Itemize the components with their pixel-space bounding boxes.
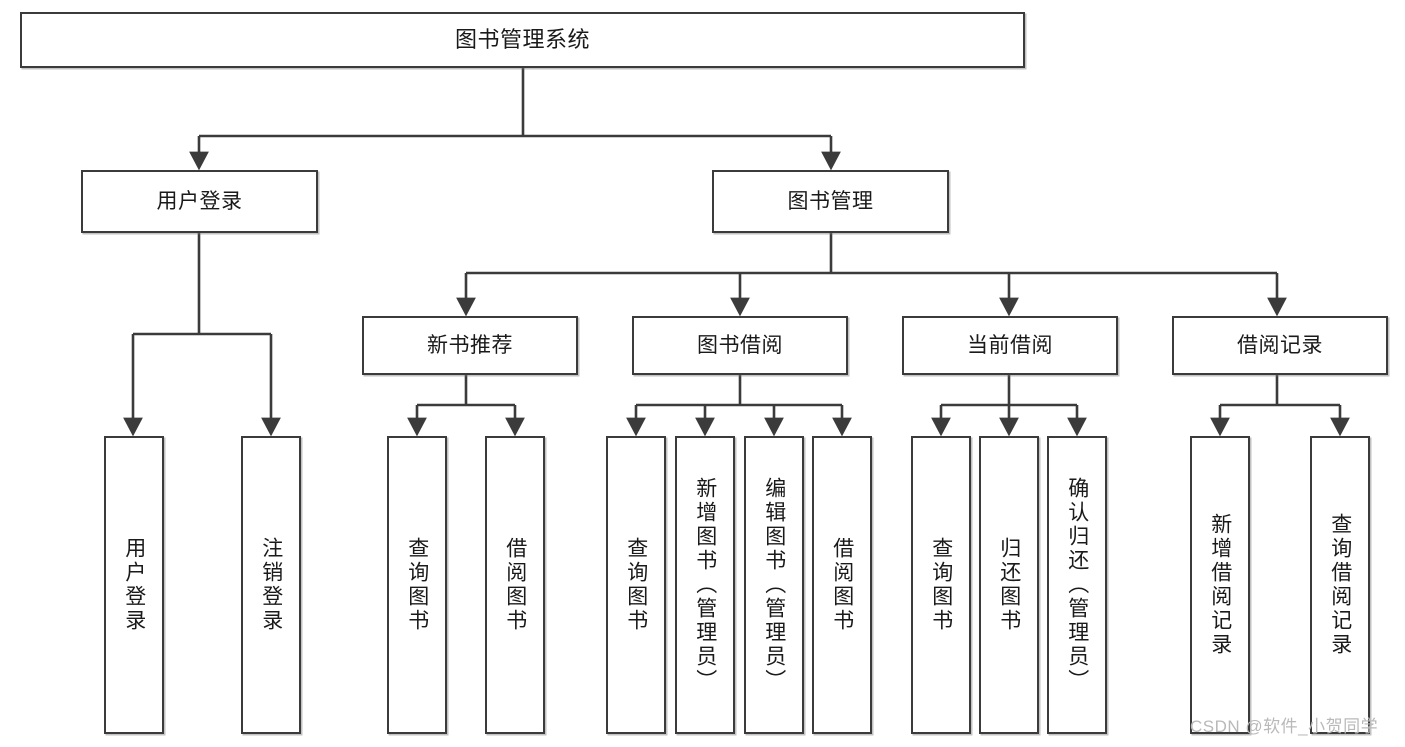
leaf-new-book-borrow[interactable]: 借阅图书: [485, 436, 545, 734]
leaf-borrow-edit-book-label: 编辑图书（管理员）: [762, 477, 786, 693]
leaf-new-book-query-label: 查询图书: [405, 537, 429, 633]
leaf-user-login-login[interactable]: 用户登录: [104, 436, 164, 734]
leaf-new-book-borrow-label: 借阅图书: [503, 537, 527, 633]
leaf-current-query-book[interactable]: 查询图书: [911, 436, 971, 734]
node-book-management[interactable]: 图书管理: [712, 170, 949, 233]
node-user-login-label: 用户登录: [156, 189, 243, 213]
node-new-book-recommend-label: 新书推荐: [427, 333, 513, 357]
leaf-current-query-book-label: 查询图书: [929, 537, 953, 633]
node-user-login[interactable]: 用户登录: [81, 170, 318, 233]
leaf-current-return-book-label: 归还图书: [997, 537, 1021, 633]
leaf-borrow-edit-book[interactable]: 编辑图书（管理员）: [744, 436, 804, 734]
leaf-user-login-login-label: 用户登录: [122, 537, 146, 633]
leaf-borrow-query-book-label: 查询图书: [624, 537, 648, 633]
node-borrow-record[interactable]: 借阅记录: [1172, 316, 1388, 375]
leaf-current-confirm-return[interactable]: 确认归还（管理员）: [1047, 436, 1107, 734]
node-root-label: 图书管理系统: [454, 26, 590, 52]
node-borrow-record-label: 借阅记录: [1237, 333, 1323, 357]
node-book-management-label: 图书管理: [787, 189, 874, 213]
node-book-borrow[interactable]: 图书借阅: [632, 316, 848, 375]
leaf-borrow-query-book[interactable]: 查询图书: [606, 436, 666, 734]
node-book-borrow-label: 图书借阅: [697, 333, 783, 357]
leaf-borrow-borrow-book[interactable]: 借阅图书: [812, 436, 872, 734]
leaf-record-query[interactable]: 查询借阅记录: [1310, 436, 1370, 734]
leaf-record-add-label: 新增借阅记录: [1208, 513, 1232, 657]
csdn-watermark: CSDN @软件_小贺同学: [1190, 717, 1379, 736]
leaf-current-return-book[interactable]: 归还图书: [979, 436, 1039, 734]
leaf-record-add[interactable]: 新增借阅记录: [1190, 436, 1250, 734]
leaf-borrow-add-book[interactable]: 新增图书（管理员）: [675, 436, 735, 734]
leaf-new-book-query[interactable]: 查询图书: [387, 436, 447, 734]
leaf-borrow-borrow-book-label: 借阅图书: [830, 537, 854, 633]
node-new-book-recommend[interactable]: 新书推荐: [362, 316, 578, 375]
leaf-current-confirm-return-label: 确认归还（管理员）: [1065, 477, 1089, 693]
leaf-user-login-logout-label: 注销登录: [259, 537, 283, 633]
node-current-borrow-label: 当前借阅: [967, 333, 1053, 357]
node-root[interactable]: 图书管理系统: [20, 12, 1025, 68]
leaf-record-query-label: 查询借阅记录: [1328, 513, 1352, 657]
node-current-borrow[interactable]: 当前借阅: [902, 316, 1118, 375]
leaf-borrow-add-book-label: 新增图书（管理员）: [693, 477, 717, 693]
leaf-user-login-logout[interactable]: 注销登录: [241, 436, 301, 734]
